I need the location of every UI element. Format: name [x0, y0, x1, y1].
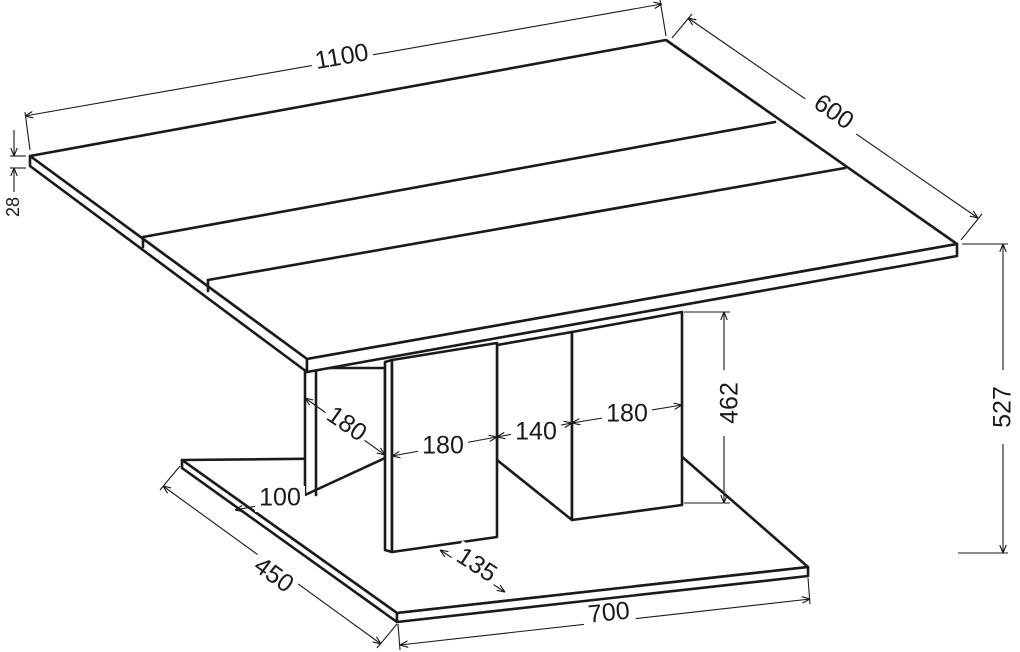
dim-label-total-height: 527	[989, 386, 1017, 428]
dim-label-base-setback: 100	[259, 484, 301, 512]
dim-label-column-height: 462	[716, 382, 744, 424]
dim-label-top-thickness: 28	[3, 197, 23, 217]
table-leaf-seam-1	[141, 120, 777, 239]
dim-label-column-back-width: 180	[606, 400, 648, 428]
table-top-right-edge	[305, 242, 959, 374]
dim-label-top-length: 1100	[313, 38, 371, 75]
dim-label-column-front-width: 180	[422, 432, 464, 460]
dim-label-base-length: 700	[587, 597, 631, 629]
dimension-labels: 1100 600 28 527 462 180 180 140 180 100 …	[2, 38, 1018, 631]
dim-label-column-gap: 140	[515, 418, 557, 446]
